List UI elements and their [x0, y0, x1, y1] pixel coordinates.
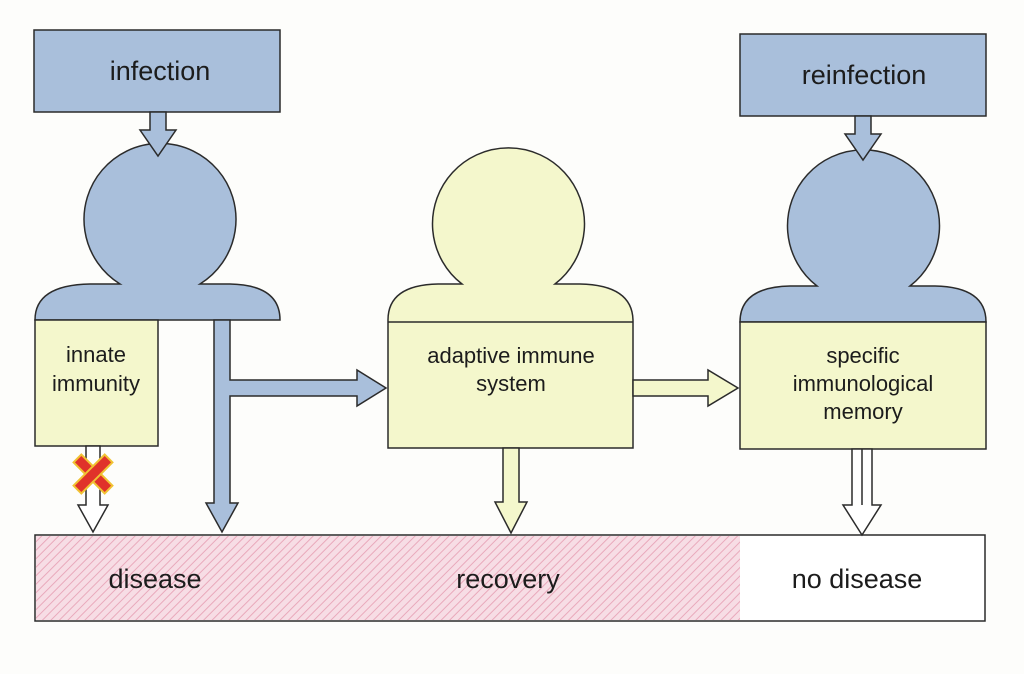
memory-figure-body — [739, 149, 987, 323]
reinfection-box: reinfection — [739, 33, 987, 117]
innate-to-disease-arrow — [76, 445, 110, 534]
memory-to-no-disease-arrow — [841, 448, 883, 537]
infection-label: infection — [110, 56, 211, 86]
infection-spread-arrow — [204, 319, 388, 534]
innate-figure-body — [34, 142, 281, 321]
outcome-disease: disease — [108, 564, 201, 594]
memory-label-1: specific — [826, 343, 899, 368]
innate-label-1: innate — [66, 342, 126, 367]
adaptive-figure-body — [387, 147, 634, 449]
memory-label-2: immunological — [793, 371, 934, 396]
reinfection-arrow — [843, 115, 883, 162]
memory-label-3: memory — [823, 399, 902, 424]
innate-figure: innate immunity — [34, 142, 281, 447]
innate-label-2: immunity — [52, 371, 140, 396]
red-cross-icon — [72, 453, 114, 495]
outcome-bar: disease recovery no disease — [34, 534, 986, 622]
outcome-no-disease: no disease — [792, 564, 923, 594]
infection-box: infection — [33, 29, 281, 113]
adaptive-to-memory-arrow — [632, 368, 740, 408]
adaptive-to-recovery-arrow — [493, 447, 529, 535]
memory-figure: specific immunological memory — [739, 149, 987, 450]
outcome-recovery: recovery — [456, 564, 560, 594]
adaptive-label-1: adaptive immune — [427, 343, 595, 368]
adaptive-label-2: system — [476, 371, 546, 396]
disease-recovery-zone — [36, 536, 740, 620]
memory-box — [739, 321, 987, 450]
reinfection-label: reinfection — [802, 60, 927, 90]
infection-arrow — [138, 111, 178, 158]
adaptive-figure: adaptive immune system — [387, 147, 634, 449]
